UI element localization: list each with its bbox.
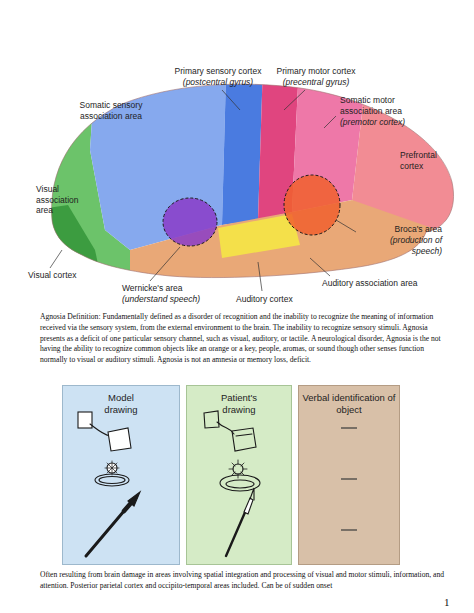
region-sublabel: (understand speech) [122, 294, 200, 305]
parietal-region [90, 0, 228, 250]
region-label: Prefrontal cortex [400, 150, 450, 171]
region-label: Broca's area [358, 224, 442, 235]
region-sublabel: (premotor cortex) [340, 117, 405, 128]
leader-line [336, 220, 356, 232]
leader-line [324, 116, 336, 128]
prefrontal-region [352, 0, 474, 320]
region-label: Auditory association area [322, 278, 417, 289]
leader-line [258, 262, 262, 291]
wernicke-area-shape [163, 198, 217, 246]
region-label: Wernicke's area [122, 283, 183, 294]
region-sublabel: (production of speech) [358, 235, 442, 256]
ring-gem-petals [229, 460, 247, 478]
brush-bristles [250, 488, 254, 500]
brain-regions [0, 0, 474, 320]
image-panel: Model drawing [62, 385, 180, 565]
brush-ferrule [244, 498, 253, 514]
panel-fill [186, 385, 292, 565]
region-label: Visual association area [36, 184, 92, 216]
leader-line [150, 247, 180, 281]
blank-answer-lines [341, 428, 357, 530]
leader-line [50, 250, 62, 268]
region-label: Somatic sensory association area [68, 100, 154, 121]
answer-dash [341, 529, 357, 530]
region-sublabel: (precentral gyrus) [266, 77, 366, 88]
leader-line [222, 90, 240, 110]
answer-dash [341, 427, 357, 428]
tea-bag-string [217, 422, 234, 434]
image-panel: Patient's drawing [186, 385, 292, 565]
leader-line [310, 258, 330, 276]
ring-band [226, 480, 254, 488]
tea-bag-tag [204, 411, 219, 428]
brain-outline [52, 84, 454, 277]
body-paragraph: Agnosia Definition: Fundamentally define… [40, 312, 445, 366]
ring-gem-facets [105, 461, 119, 475]
model-drawings [78, 412, 140, 556]
region-label: Auditory cortex [236, 294, 293, 305]
broca-area-shape [284, 175, 340, 235]
tea-bag-tag [78, 412, 92, 428]
sensory-strip [222, 0, 265, 225]
tea-bag [232, 428, 256, 451]
region-label: Somatic motor association area [340, 95, 434, 116]
page-number: 1 [444, 596, 450, 608]
answer-dash [341, 478, 357, 479]
region-label: Primary sensory cortex [168, 66, 268, 77]
image-panel: Verbal identification of object [298, 385, 400, 565]
brush-handle [86, 511, 124, 556]
brush-handle [226, 510, 246, 556]
brush-bristles [128, 492, 140, 506]
ring-band [99, 477, 125, 484]
tea-bag-string [90, 424, 110, 436]
visual-cortex-region [0, 205, 110, 320]
patient-drawings [204, 411, 260, 556]
region-label: Visual cortex [28, 270, 77, 281]
panel-heading: Verbal identification of object [302, 392, 396, 415]
leader-line [284, 90, 305, 110]
body-paragraph: Often resulting from brain damage in are… [40, 570, 445, 592]
region-label: Primary motor cortex [266, 66, 366, 77]
panel-heading: Patient's drawing [211, 392, 267, 415]
tea-bag [108, 428, 131, 451]
panel-heading: Model drawing [98, 392, 144, 415]
leader-lines [50, 90, 356, 291]
panel-fill [298, 385, 400, 565]
auditory-region [218, 214, 300, 258]
ring-band [95, 474, 129, 486]
region-sublabel: (postcentral gyrus) [168, 77, 268, 88]
brush-ferrule [124, 503, 131, 511]
panel-fill [62, 385, 180, 565]
